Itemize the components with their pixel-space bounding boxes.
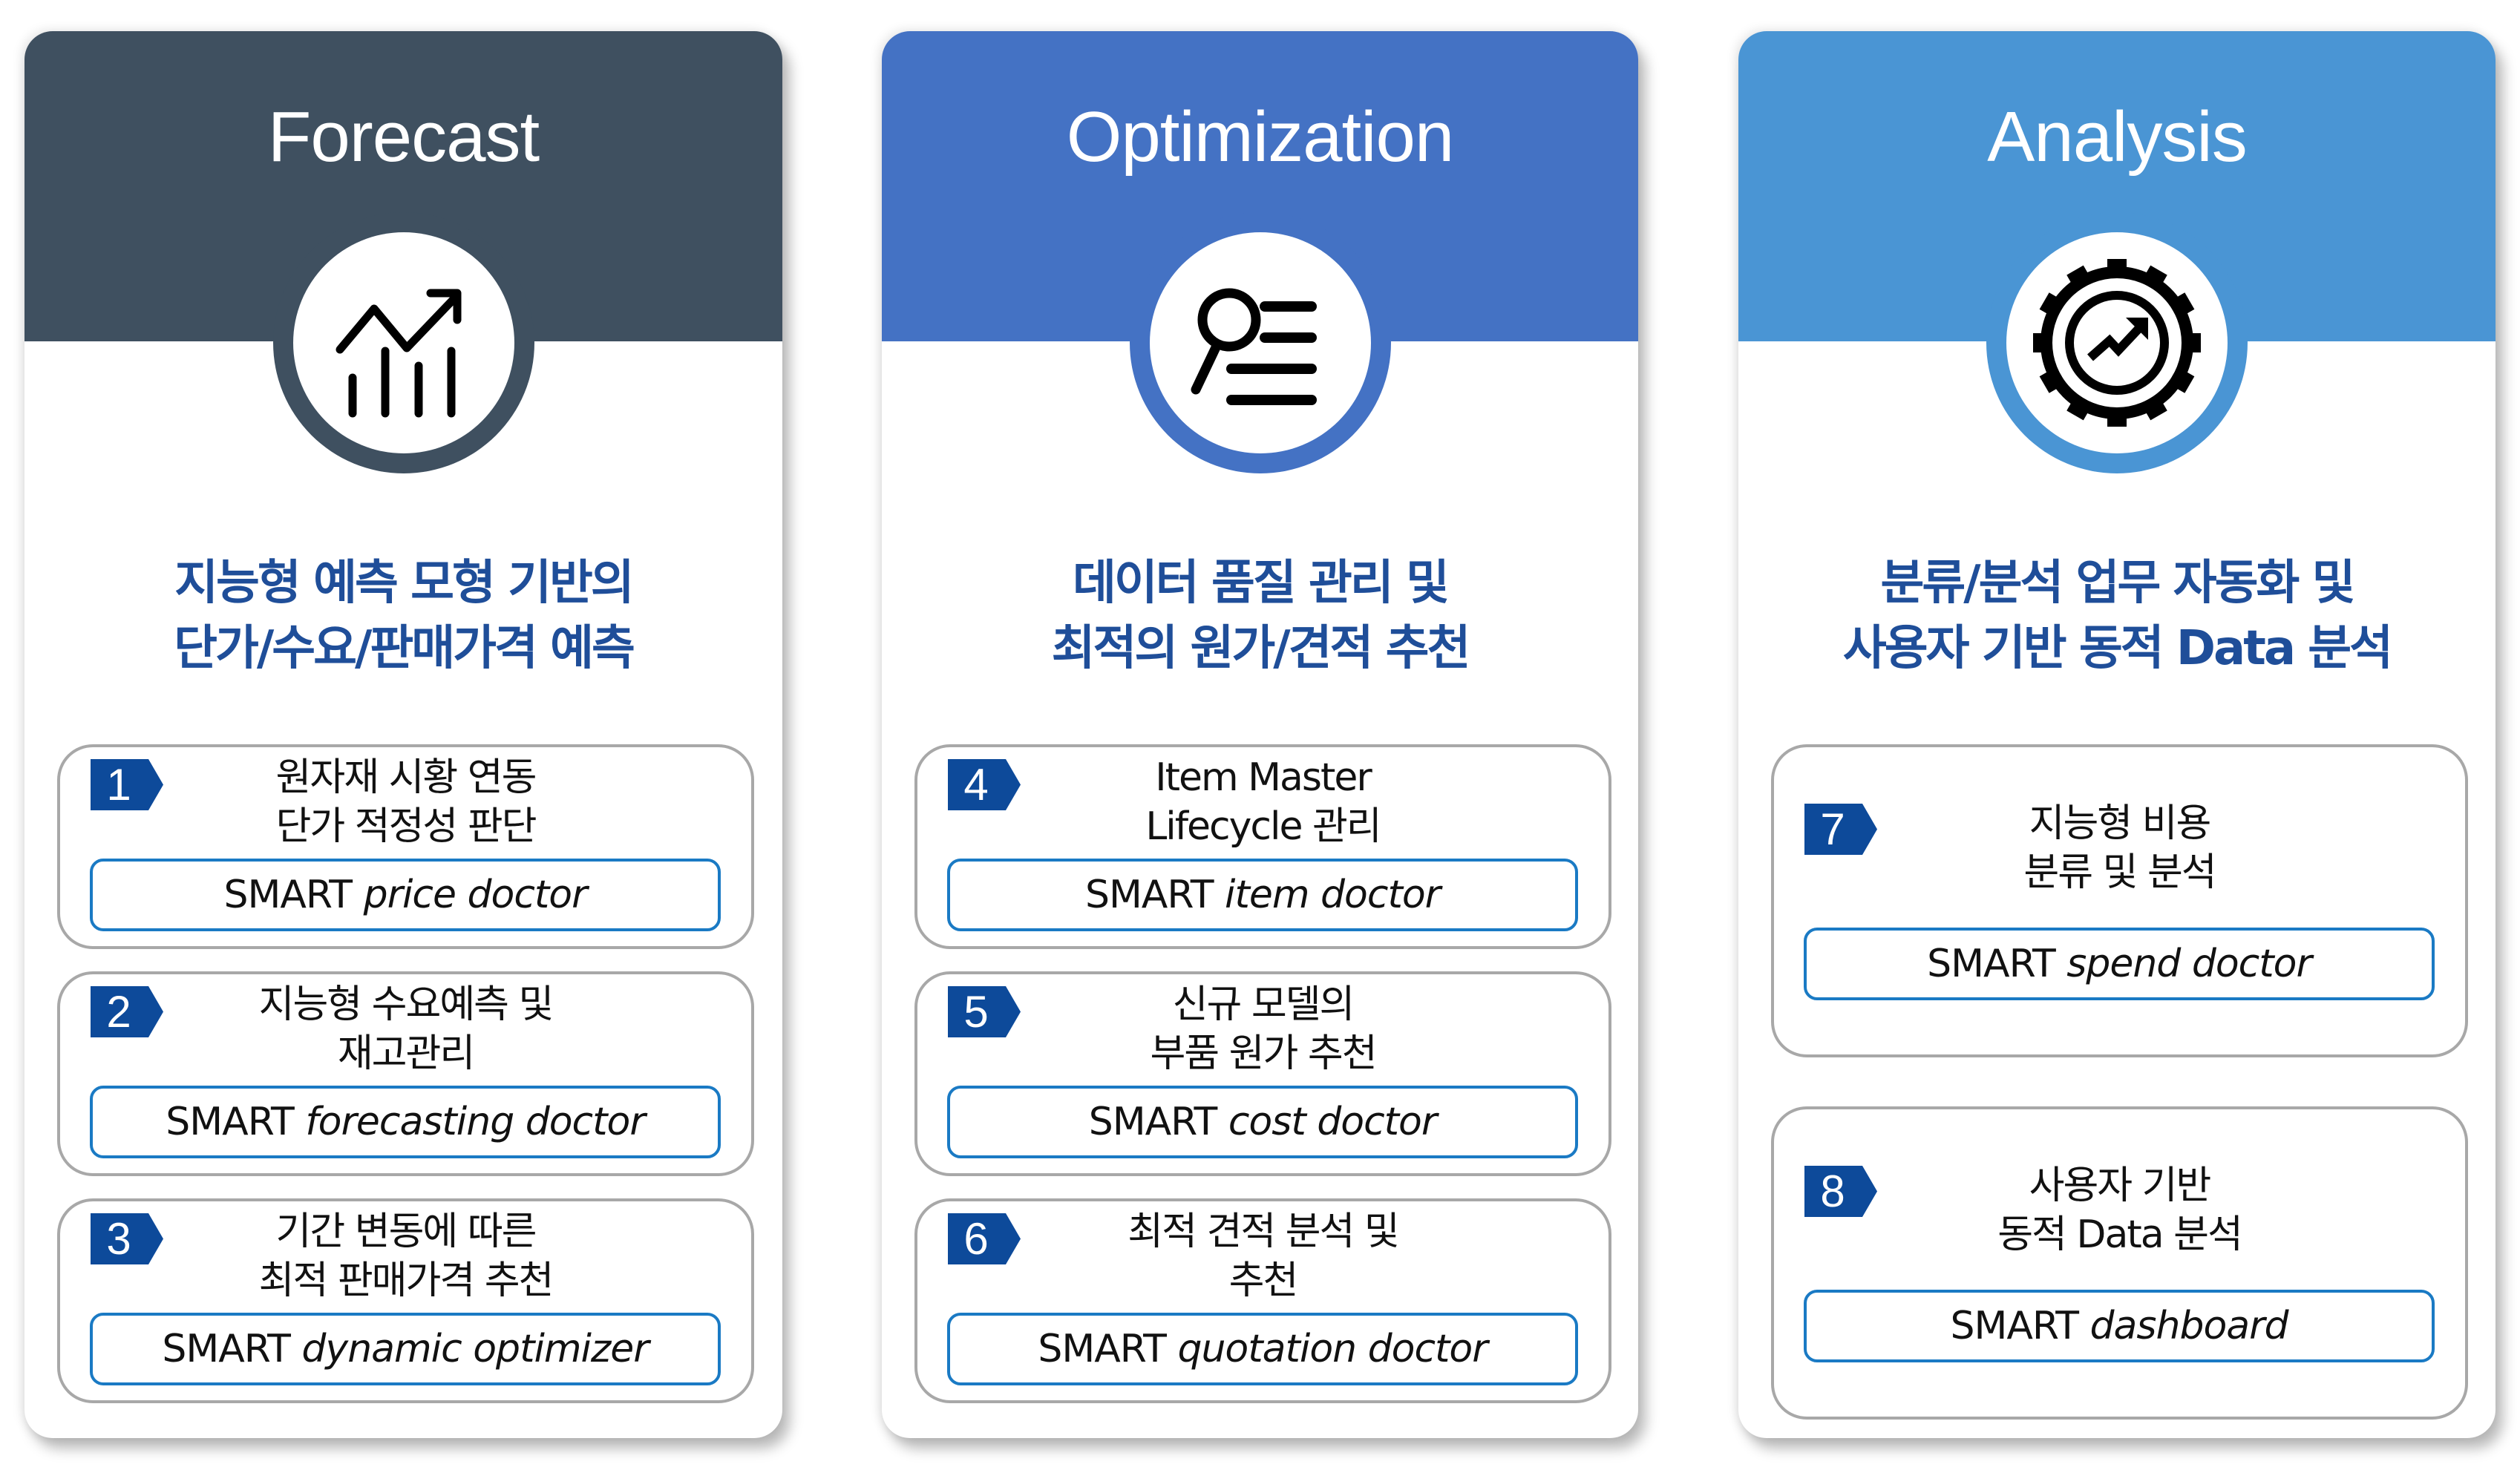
badge-number: 5 bbox=[963, 987, 989, 1037]
product-name: price doctor bbox=[363, 873, 588, 917]
number-badge: 2 bbox=[91, 986, 163, 1037]
product-prefix: SMART bbox=[162, 1327, 291, 1371]
headline-line: 데이터 품질 관리 및 bbox=[1073, 556, 1450, 611]
badge-number: 1 bbox=[106, 760, 131, 810]
desc-line: 단가 적정성 판단 bbox=[275, 804, 537, 849]
optimization-headline: 데이터 품질 관리 및 최적의 원가/견적 추천 bbox=[882, 551, 1638, 681]
item-4: 4 Item Master Lifecycle 관리 SMART item do… bbox=[914, 744, 1611, 949]
trend-chart-icon bbox=[292, 232, 514, 453]
forecast-icon-ring bbox=[272, 212, 534, 473]
number-badge: 6 bbox=[948, 1213, 1021, 1264]
desc-line: 최적 판매가격 추천 bbox=[258, 1259, 554, 1303]
product-quotation-doctor[interactable]: SMART quotation doctor bbox=[947, 1313, 1578, 1385]
number-badge: 1 bbox=[91, 759, 163, 810]
product-name: dynamic optimizer bbox=[301, 1327, 649, 1371]
item-description: Item Master Lifecycle 관리 bbox=[917, 753, 1608, 851]
product-dashboard[interactable]: SMART dashboard bbox=[1804, 1290, 2435, 1362]
analysis-card: Analysis bbox=[1738, 31, 2496, 1438]
forecast-card: Forecast 지능형 예측 모형 기반의 단가/수요/판매가격 예측 1 bbox=[24, 31, 782, 1438]
item-description: 기간 변동에 따른 최적 판매가격 추천 bbox=[60, 1207, 751, 1305]
desc-line: 최적 견적 분석 및 bbox=[1128, 1210, 1399, 1254]
forecast-headline: 지능형 예측 모형 기반의 단가/수요/판매가격 예측 bbox=[24, 551, 782, 681]
search-list-icon bbox=[1149, 232, 1371, 453]
product-name: forecasting doctor bbox=[305, 1100, 645, 1144]
item-3: 3 기간 변동에 따른 최적 판매가격 추천 SMART dynamic opt… bbox=[57, 1198, 754, 1403]
headline-line: 분류/분석 업무 자동화 및 bbox=[1880, 556, 2355, 611]
product-prefix: SMART bbox=[1927, 942, 2056, 986]
product-item-doctor[interactable]: SMART item doctor bbox=[947, 859, 1578, 931]
badge-number: 7 bbox=[1820, 804, 1845, 854]
desc-line: 지능형 비용 bbox=[2029, 801, 2212, 846]
desc-line: 신규 모델의 bbox=[1172, 982, 1355, 1027]
item-6: 6 최적 견적 분석 및 추천 SMART quotation doctor bbox=[914, 1198, 1611, 1403]
product-prefix: SMART bbox=[223, 873, 353, 917]
headline-line: 단가/수요/판매가격 예측 bbox=[174, 621, 635, 676]
badge-number: 3 bbox=[106, 1214, 131, 1264]
product-cost-doctor[interactable]: SMART cost doctor bbox=[947, 1086, 1578, 1158]
forecast-title: Forecast bbox=[267, 97, 540, 177]
headline-line: 최적의 원가/견적 추천 bbox=[1051, 621, 1471, 676]
item-5: 5 신규 모델의 부품 원가 추천 SMART cost doctor bbox=[914, 971, 1611, 1176]
desc-line: 분류 및 분석 bbox=[2023, 850, 2216, 895]
item-2: 2 지능형 수요예측 및 재고관리 SMART forecasting doct… bbox=[57, 971, 754, 1176]
product-prefix: SMART bbox=[1950, 1304, 2079, 1348]
desc-line: Item Master bbox=[1155, 755, 1372, 800]
optimization-icon-ring bbox=[1129, 212, 1391, 473]
headline-line: 지능형 예측 모형 기반의 bbox=[174, 556, 635, 611]
product-price-doctor[interactable]: SMART price doctor bbox=[90, 859, 721, 931]
badge-number: 6 bbox=[963, 1214, 989, 1264]
item-description: 신규 모델의 부품 원가 추천 bbox=[917, 980, 1608, 1078]
gear-growth-icon bbox=[2006, 232, 2228, 453]
desc-line: 동적 Data 분석 bbox=[1997, 1213, 2243, 1257]
analysis-icon-ring bbox=[1986, 212, 2248, 473]
product-name: quotation doctor bbox=[1177, 1327, 1488, 1371]
badge-number: 4 bbox=[963, 760, 989, 810]
desc-line: 원자재 시황 연동 bbox=[275, 755, 537, 800]
item-description: 지능형 수요예측 및 재고관리 bbox=[60, 980, 751, 1078]
analysis-title: Analysis bbox=[1987, 97, 2247, 177]
desc-line: 부품 원가 추천 bbox=[1150, 1031, 1377, 1076]
number-badge: 3 bbox=[91, 1213, 163, 1264]
badge-number: 2 bbox=[106, 987, 131, 1037]
product-spend-doctor[interactable]: SMART spend doctor bbox=[1804, 928, 2435, 1000]
item-description: 원자재 시황 연동 단가 적정성 판단 bbox=[60, 753, 751, 851]
product-name: cost doctor bbox=[1228, 1100, 1437, 1144]
product-name: item doctor bbox=[1225, 873, 1441, 917]
badge-number: 8 bbox=[1820, 1167, 1845, 1216]
item-description: 사용자 기반 동적 Data 분석 bbox=[1774, 1161, 2465, 1259]
item-1: 1 원자재 시황 연동 단가 적정성 판단 SMART price doctor bbox=[57, 744, 754, 949]
desc-line: 지능형 수요예측 및 bbox=[258, 982, 554, 1027]
product-dynamic-optimizer[interactable]: SMART dynamic optimizer bbox=[90, 1313, 721, 1385]
product-name: spend doctor bbox=[2066, 942, 2312, 986]
desc-line: 추천 bbox=[1228, 1259, 1299, 1303]
item-7: 7 지능형 비용 분류 및 분석 SMART spend doctor bbox=[1771, 744, 2468, 1057]
desc-line: 재고관리 bbox=[337, 1031, 475, 1076]
analysis-headline: 분류/분석 업무 자동화 및 사용자 기반 동적 Data 분석 bbox=[1738, 551, 2496, 681]
product-prefix: SMART bbox=[1084, 873, 1214, 917]
headline-line: 사용자 기반 동적 Data 분석 bbox=[1842, 621, 2393, 676]
item-description: 지능형 비용 분류 및 분석 bbox=[1774, 799, 2465, 897]
number-badge: 8 bbox=[1804, 1166, 1877, 1217]
optimization-card: Optimization 데이터 품질 관리 및 최적의 원가/견적 추천 bbox=[882, 31, 1638, 1438]
optimization-title: Optimization bbox=[1066, 97, 1455, 177]
item-8: 8 사용자 기반 동적 Data 분석 SMART dashboard bbox=[1771, 1106, 2468, 1420]
product-prefix: SMART bbox=[1038, 1327, 1167, 1371]
product-prefix: SMART bbox=[1088, 1100, 1218, 1144]
number-badge: 7 bbox=[1804, 804, 1877, 855]
product-forecasting-doctor[interactable]: SMART forecasting doctor bbox=[90, 1086, 721, 1158]
desc-line: Lifecycle 관리 bbox=[1145, 804, 1381, 849]
number-badge: 5 bbox=[948, 986, 1021, 1037]
desc-line: 사용자 기반 bbox=[2029, 1164, 2212, 1208]
product-prefix: SMART bbox=[166, 1100, 295, 1144]
item-description: 최적 견적 분석 및 추천 bbox=[917, 1207, 1608, 1305]
desc-line: 기간 변동에 따른 bbox=[275, 1210, 537, 1254]
product-name: dashboard bbox=[2089, 1304, 2289, 1348]
number-badge: 4 bbox=[948, 759, 1021, 810]
